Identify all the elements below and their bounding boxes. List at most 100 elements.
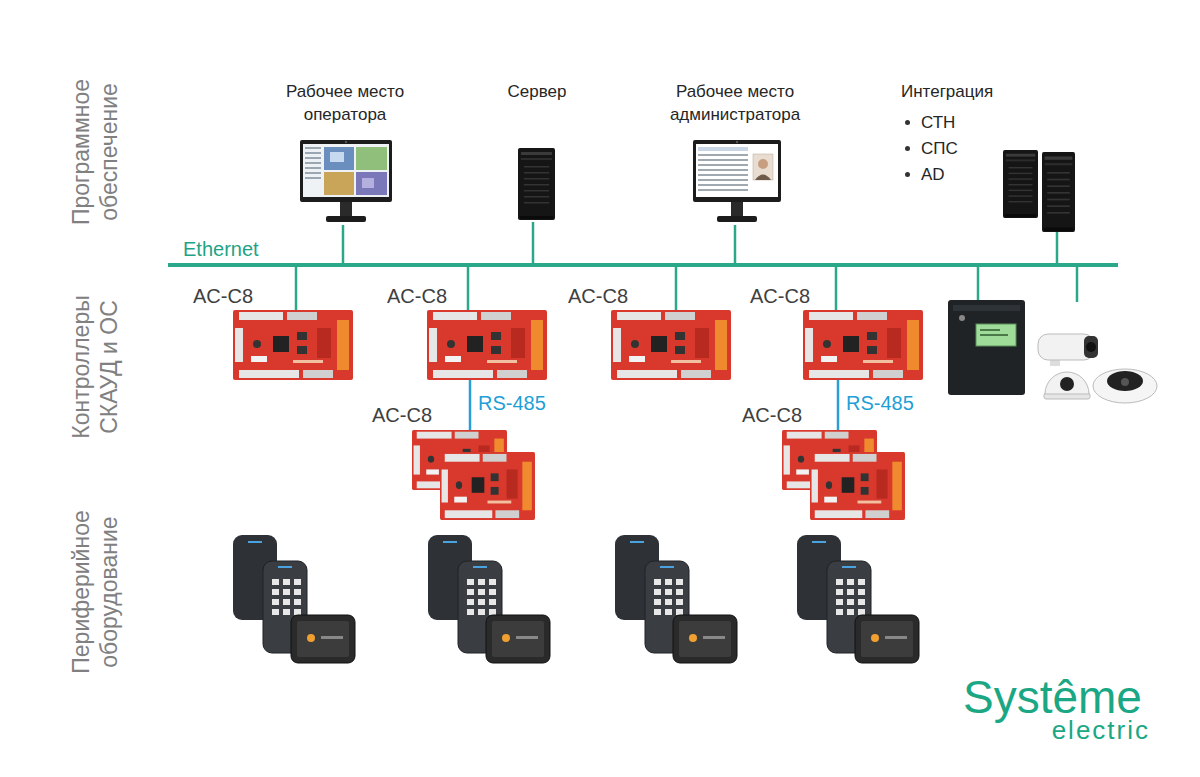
card-readers (615, 535, 737, 663)
admin-monitor (698, 184, 748, 186)
card-readers (233, 535, 355, 663)
cctv-cameras (1121, 378, 1129, 386)
admin-monitor (698, 147, 748, 151)
admin-monitor (698, 174, 748, 176)
admin-monitor (753, 154, 773, 180)
controller-node: AC-C8 (803, 310, 923, 380)
operator-monitor (303, 144, 389, 197)
operator-monitor (305, 167, 321, 169)
controller-label: AC-C8 (750, 284, 810, 308)
controller-board (233, 310, 923, 520)
connector-line (467, 267, 470, 310)
operator-monitor (362, 178, 374, 188)
operator-monitor (340, 202, 352, 216)
connector-line (734, 225, 737, 263)
controller-board (810, 452, 905, 520)
connector-line (1056, 232, 1059, 263)
layer-heading: Программное обеспечение (67, 57, 123, 247)
workstation-node: Рабочее место администратора (651, 78, 819, 225)
controller-stack-node: AC-C8 (782, 430, 906, 520)
connector-line (295, 267, 298, 310)
controller-board (803, 310, 923, 380)
bus-drop-wire (1076, 267, 1079, 302)
edge-label: RS-485 (844, 391, 916, 415)
operator-monitor (300, 140, 392, 202)
operator-monitor (300, 140, 392, 222)
operator-monitor (356, 172, 387, 195)
bus-drop-wire (978, 267, 1077, 302)
bullet-item: СПС (905, 138, 958, 160)
control-panel (948, 300, 1025, 395)
cctv-cameras (1093, 369, 1157, 403)
device-caption: Рабочее место администратора (651, 78, 819, 126)
controller-node: AC-C8 (233, 310, 353, 380)
card-readers (233, 535, 919, 663)
admin-monitor (755, 175, 771, 181)
admin-monitor (696, 144, 778, 197)
device-caption: Рабочее место оператора (261, 78, 429, 126)
control-panel (980, 334, 1008, 336)
admin-monitor (698, 179, 748, 181)
admin-monitor (698, 169, 748, 171)
controller-node: AC-C8 (427, 310, 547, 380)
admin-monitor (698, 189, 748, 191)
bus-drop-wire (977, 267, 980, 300)
controller-board (233, 310, 353, 380)
layer-heading: Контроллеры СКАУД и ОС (67, 272, 123, 462)
operator-monitor (330, 152, 344, 162)
connector-line (342, 225, 345, 263)
connector-line (675, 267, 678, 310)
operator-monitor (324, 172, 354, 195)
ethernet-bus: Ethernet (168, 263, 1118, 267)
operator-monitor (305, 152, 321, 154)
controller-stack-node: AC-C8 (412, 430, 536, 520)
bullet-item: СТН (905, 112, 955, 134)
device-caption: Сервер (493, 78, 581, 103)
connector-line (532, 222, 535, 263)
controller-board (611, 310, 731, 380)
operator-monitor (305, 172, 321, 174)
server-tower (518, 148, 555, 220)
operator-monitor (326, 216, 366, 222)
admin-monitor (758, 159, 768, 169)
integration-servers (1042, 152, 1075, 232)
bullet-dot (905, 120, 910, 125)
edge-label: RS-485 (476, 391, 548, 415)
bullet-text: AD (921, 164, 945, 186)
controller-label: AC-C8 (387, 284, 447, 308)
integration-node: ИнтеграцияСТНСПСAD (895, 78, 1105, 232)
cctv-cameras (1086, 342, 1096, 352)
controller-label: AC-C8 (742, 403, 802, 427)
brand-logo: Systême (963, 672, 1142, 722)
controller-label: AC-C8 (193, 284, 253, 308)
card-readers (797, 535, 919, 663)
brand-logo: electric (1052, 716, 1150, 744)
admin-monitor (693, 140, 781, 202)
control-panel (980, 329, 1000, 331)
control-panel (976, 324, 1016, 346)
control-panel (953, 305, 1020, 311)
workstation-node: Рабочее место оператора (261, 78, 429, 225)
connector-line (837, 380, 840, 430)
card-readers (428, 535, 550, 663)
admin-monitor (698, 159, 748, 161)
bullet-text: СПС (921, 138, 958, 160)
control-panel (959, 315, 965, 321)
admin-monitor (693, 140, 781, 222)
connector-line (835, 267, 838, 310)
operator-monitor (305, 157, 321, 159)
admin-monitor (736, 141, 738, 143)
controller-label: AC-C8 (372, 403, 432, 427)
integration-servers (1003, 150, 1075, 232)
controller-board (440, 452, 535, 520)
controller-node: AC-C8 (611, 310, 731, 380)
connector-line (469, 380, 472, 430)
bullet-item: AD (905, 164, 945, 186)
operator-monitor (305, 162, 321, 164)
integration-servers (1003, 150, 1038, 218)
cctv-cameras (1060, 377, 1074, 391)
cctv-cameras (1107, 371, 1143, 391)
